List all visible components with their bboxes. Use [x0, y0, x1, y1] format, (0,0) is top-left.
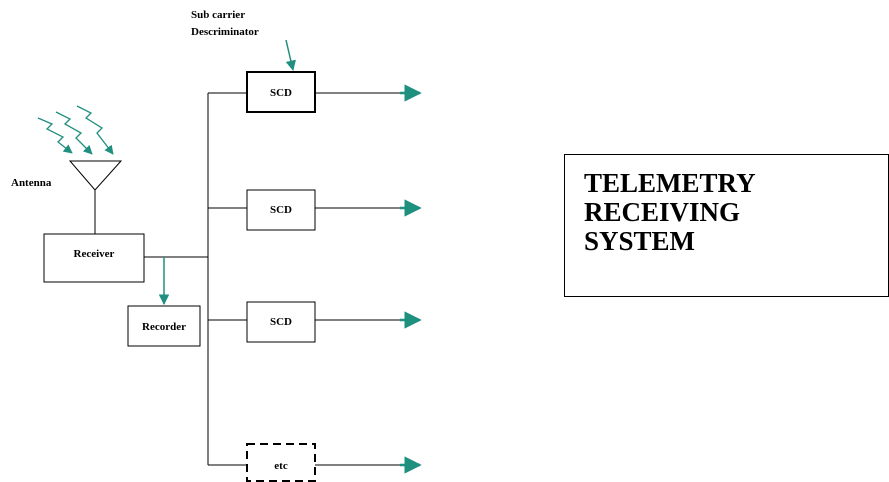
scd-block-2: [246, 189, 316, 231]
etc-label: etc: [274, 460, 288, 472]
receiver-block: [43, 233, 145, 283]
scd-annotation-line-1: Sub carrier: [191, 9, 245, 21]
incoming-signal-arrows: [37, 105, 114, 155]
scd-label-2: SCD: [270, 204, 292, 216]
title-line-2: RECEIVING: [584, 197, 741, 227]
telemetry-block-diagram: Sub carrier Descriminator Antenna Receiv…: [11, 9, 422, 482]
etc-block: [246, 443, 316, 482]
recorder-block: [127, 305, 201, 347]
title-line-1: TELEMETRY: [584, 168, 756, 198]
diagram-title: TELEMETRY RECEIVING SYSTEM: [584, 169, 756, 256]
receiver-label: Receiver: [74, 248, 115, 260]
title-line-3: SYSTEM: [584, 226, 696, 256]
scd-annotation-line-2: Descriminator: [191, 26, 259, 38]
annotation-pointer-arrow: [285, 39, 296, 72]
scd-block-3: [246, 301, 316, 343]
scd-block-1: [246, 71, 316, 113]
scd-label-1: SCD: [270, 87, 292, 99]
antenna-label: Antenna: [11, 177, 52, 189]
recorder-label: Recorder: [142, 321, 186, 333]
title-box: TELEMETRY RECEIVING SYSTEM: [564, 154, 889, 297]
scd-label-3: SCD: [270, 316, 292, 328]
antenna-icon: [68, 160, 123, 191]
